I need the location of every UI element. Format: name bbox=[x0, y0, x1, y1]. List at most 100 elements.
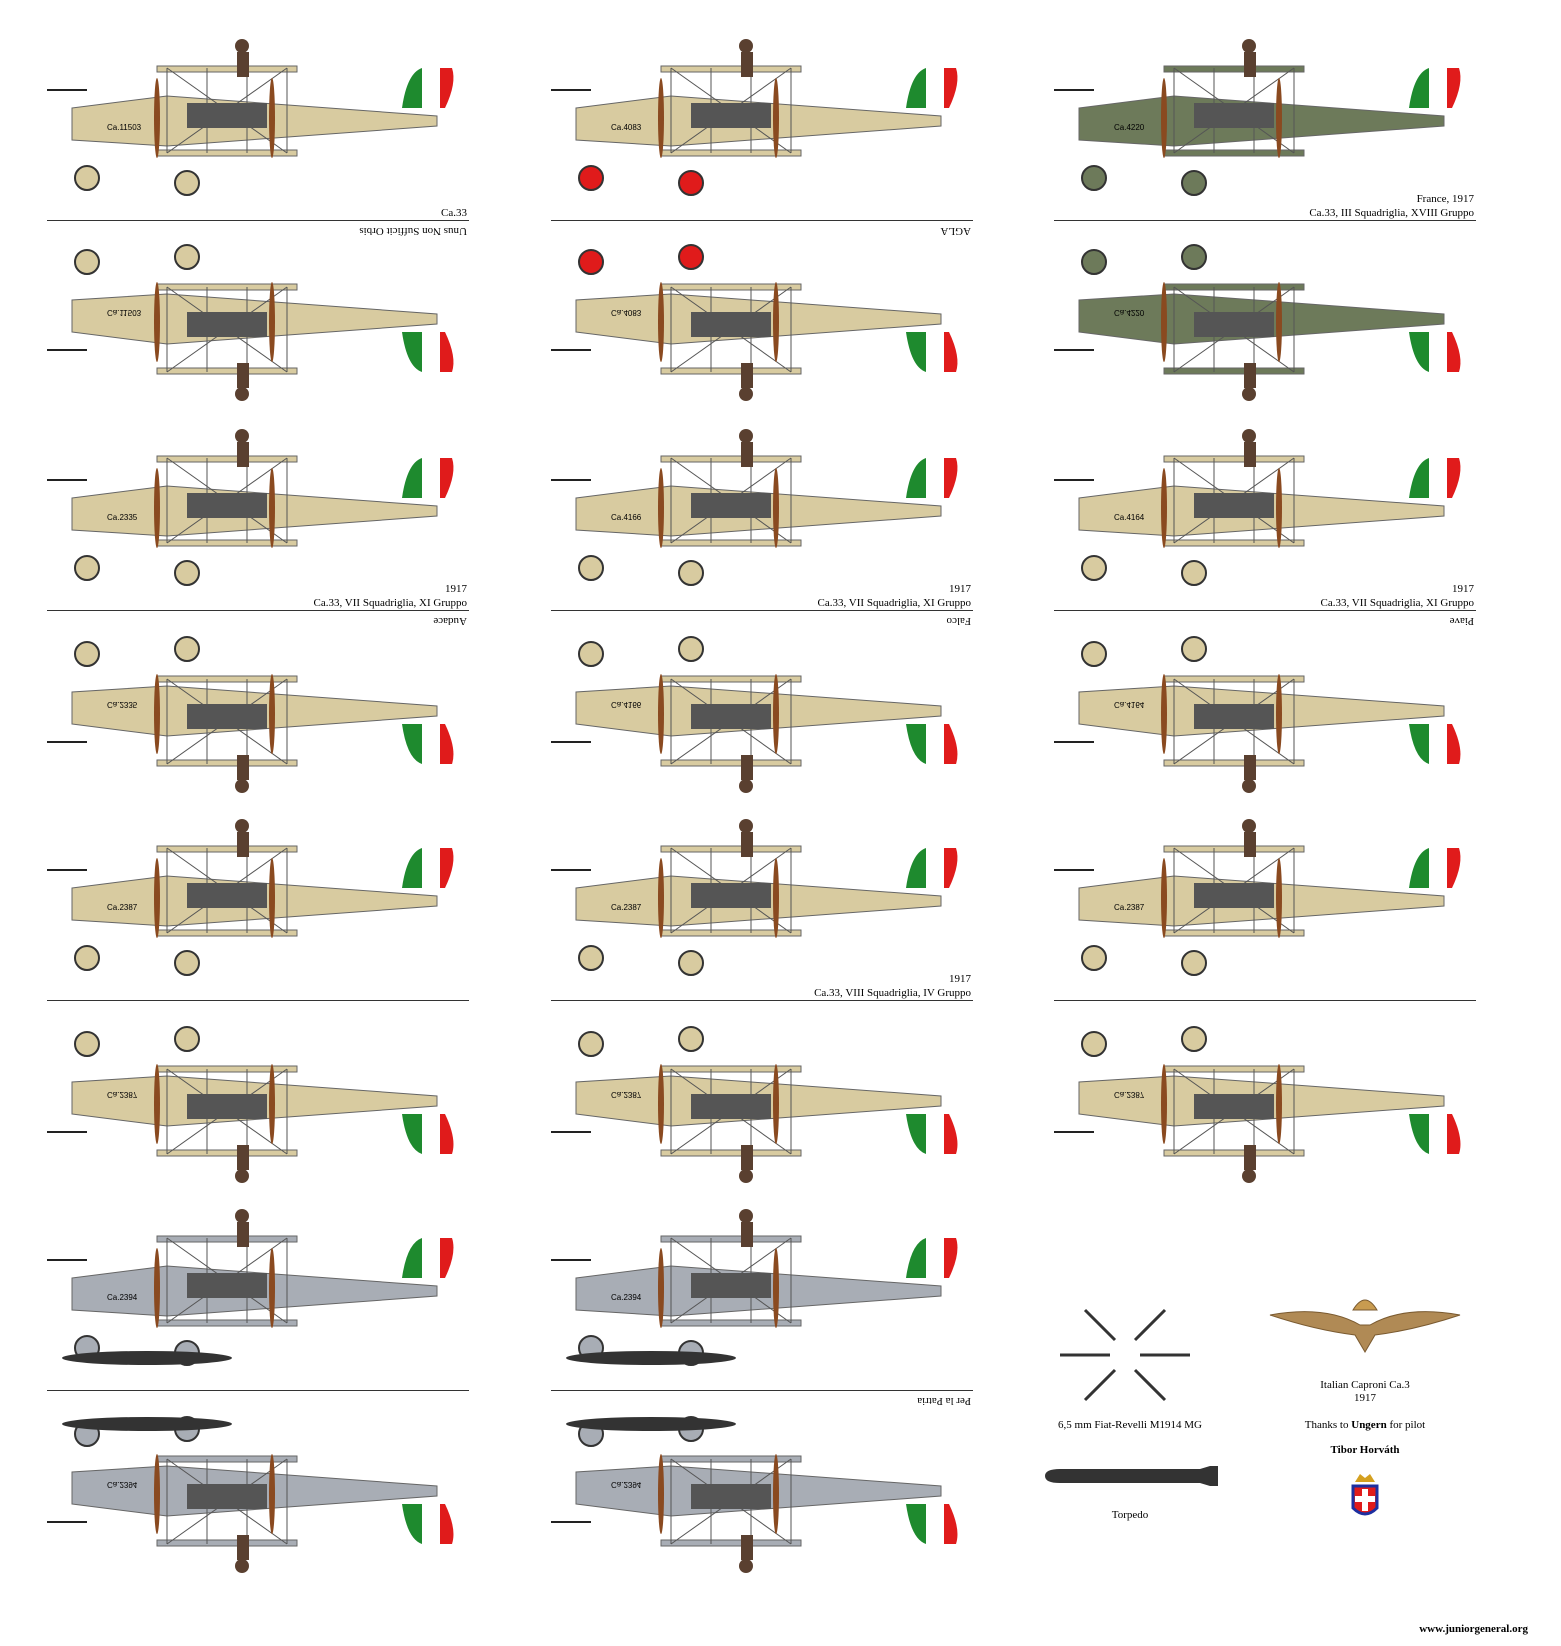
plane-bottom-view: Ca.2387 bbox=[551, 1014, 971, 1184]
svg-text:Ca.2387: Ca.2387 bbox=[1114, 1090, 1145, 1099]
caproni-bomber-icon: Ca.4164 bbox=[1054, 636, 1461, 793]
svg-text:Ca.2335: Ca.2335 bbox=[107, 513, 138, 522]
plane-bottom-view: Ca.4220 bbox=[1054, 232, 1474, 402]
plane-name-upside-down: Piave bbox=[1449, 615, 1474, 627]
fold-line bbox=[551, 1000, 973, 1001]
thanks-line: Thanks to Ungern for pilot bbox=[1265, 1418, 1465, 1432]
svg-text:Ca.2394: Ca.2394 bbox=[107, 1293, 138, 1302]
plane-name-upside-down: Per la Patria bbox=[917, 1395, 971, 1407]
caproni-bomber-icon: Ca.2387 bbox=[47, 819, 454, 976]
plane-bottom-view: Ca.2394 bbox=[551, 1404, 971, 1574]
plane-bottom-view: Ca.4083 bbox=[551, 232, 971, 402]
plane-side-view: Ca.2394 bbox=[47, 1208, 467, 1378]
machine-gun-icons bbox=[1060, 1308, 1190, 1402]
svg-text:Ca.2387: Ca.2387 bbox=[1114, 903, 1145, 912]
thanks-suffix: for pilot bbox=[1389, 1419, 1426, 1431]
plane-caption: 1917 bbox=[949, 973, 971, 985]
plane-caption: 1917 bbox=[1452, 583, 1474, 595]
svg-text:Ca.4166: Ca.4166 bbox=[611, 700, 642, 709]
sheet-year: 1917 bbox=[1354, 1392, 1376, 1404]
torpedo-icon bbox=[1045, 1466, 1218, 1486]
mg-label: 6,5 mm Fiat-Revelli M1914 MG bbox=[1058, 1419, 1202, 1431]
fold-line bbox=[551, 1390, 973, 1391]
plane-name-upside-down: Falco bbox=[946, 615, 971, 627]
plane-side-view: Ca.4164 bbox=[1054, 428, 1474, 598]
fold-line bbox=[47, 1000, 469, 1001]
plane-bottom-view: Ca.11503 bbox=[47, 232, 467, 402]
plane-side-view: Ca.11503 bbox=[47, 38, 467, 208]
thanks-prefix: Thanks to bbox=[1304, 1419, 1349, 1431]
caproni-bomber-icon: Ca.2335 bbox=[47, 429, 454, 586]
plane-bottom-view: Ca.4164 bbox=[1054, 624, 1474, 794]
plane-caption: 1917 bbox=[949, 583, 971, 595]
plane-name-upside-down: Audace bbox=[433, 615, 467, 627]
plane-bottom-view: Ca.2394 bbox=[47, 1404, 467, 1574]
plane-caption: Ca.33, VII Squadriglia, XI Gruppo bbox=[313, 597, 467, 609]
fold-line bbox=[47, 1390, 469, 1391]
caproni-bomber-icon: Ca.2387 bbox=[1054, 1026, 1461, 1183]
caproni-bomber-icon: Ca.4220 bbox=[1054, 39, 1461, 196]
sheet-title: Italian Caproni Ca.3 bbox=[1320, 1379, 1410, 1391]
plane-side-view: Ca.2394 bbox=[551, 1208, 971, 1378]
fold-line bbox=[1054, 610, 1476, 611]
svg-text:Ca.4164: Ca.4164 bbox=[1114, 513, 1145, 522]
svg-text:Ca.2394: Ca.2394 bbox=[611, 1480, 642, 1489]
caproni-bomber-icon: Ca.4166 bbox=[551, 636, 958, 793]
svg-text:Ca.4220: Ca.4220 bbox=[1114, 123, 1145, 132]
fold-line bbox=[551, 220, 973, 221]
svg-text:Ca.11503: Ca.11503 bbox=[107, 123, 142, 132]
plane-side-view: Ca.2387 bbox=[47, 818, 467, 988]
caproni-bomber-icon: Ca.4083 bbox=[551, 244, 958, 401]
plane-name-upside-down: AGLA bbox=[940, 225, 971, 237]
fold-line bbox=[1054, 1000, 1476, 1001]
plane-caption: Ca.33 bbox=[441, 207, 467, 219]
caproni-bomber-icon: Ca.2387 bbox=[551, 1026, 958, 1183]
plane-caption: Ca.33, III Squadriglia, XVIII Gruppo bbox=[1309, 207, 1474, 219]
thanks-name: Ungern bbox=[1351, 1419, 1387, 1431]
caproni-bomber-icon: Ca.4164 bbox=[1054, 429, 1461, 586]
plane-bottom-view: Ca.2335 bbox=[47, 624, 467, 794]
caproni-bomber-icon: Ca.4220 bbox=[1054, 244, 1461, 401]
svg-text:Ca.2387: Ca.2387 bbox=[107, 1090, 138, 1099]
caproni-bomber-icon: Ca.2394 bbox=[551, 1416, 958, 1573]
plane-caption: France, 1917 bbox=[1416, 193, 1474, 205]
pilot-wings-badge-icon bbox=[1269, 1299, 1461, 1353]
svg-text:Ca.4166: Ca.4166 bbox=[611, 513, 642, 522]
plane-side-view: Ca.2335 bbox=[47, 428, 467, 598]
caproni-bomber-icon: Ca.4166 bbox=[551, 429, 958, 586]
caproni-bomber-icon: Ca.2394 bbox=[47, 1209, 454, 1366]
svg-text:Ca.2387: Ca.2387 bbox=[611, 903, 642, 912]
plane-side-view: Ca.2387 bbox=[551, 818, 971, 988]
caproni-bomber-icon: Ca.2387 bbox=[1054, 819, 1461, 976]
caproni-bomber-icon: Ca.2335 bbox=[47, 636, 454, 793]
plane-caption: 1917 bbox=[445, 583, 467, 595]
plane-side-view: Ca.2387 bbox=[1054, 818, 1474, 988]
svg-text:Ca.4164: Ca.4164 bbox=[1114, 700, 1145, 709]
plane-side-view: Ca.4220 bbox=[1054, 38, 1474, 208]
plane-side-view: Ca.4083 bbox=[551, 38, 971, 208]
fold-line bbox=[1054, 220, 1476, 221]
svg-text:Ca.2394: Ca.2394 bbox=[611, 1293, 642, 1302]
svg-text:Ca.2394: Ca.2394 bbox=[107, 1480, 138, 1489]
svg-text:Ca.4083: Ca.4083 bbox=[611, 123, 642, 132]
plane-side-view: Ca.4166 bbox=[551, 428, 971, 598]
savoy-shield-icon bbox=[1351, 1474, 1379, 1516]
svg-text:Ca.2387: Ca.2387 bbox=[107, 903, 138, 912]
caproni-bomber-icon: Ca.11503 bbox=[47, 39, 454, 196]
plane-name-upside-down: Unus Non Sufficit Orbis bbox=[359, 225, 467, 237]
plane-caption: Ca.33, VII Squadriglia, XI Gruppo bbox=[817, 597, 971, 609]
caproni-bomber-icon: Ca.2387 bbox=[47, 1026, 454, 1183]
caproni-bomber-icon: Ca.2394 bbox=[47, 1416, 454, 1573]
svg-text:Ca.4220: Ca.4220 bbox=[1114, 308, 1145, 317]
plane-caption: Ca.33, VII Squadriglia, XI Gruppo bbox=[1320, 597, 1474, 609]
caproni-bomber-icon: Ca.2387 bbox=[551, 819, 958, 976]
fold-line bbox=[47, 610, 469, 611]
caproni-bomber-icon: Ca.11503 bbox=[47, 244, 454, 401]
plane-bottom-view: Ca.2387 bbox=[47, 1014, 467, 1184]
fold-line bbox=[47, 220, 469, 221]
svg-text:Ca.2387: Ca.2387 bbox=[611, 1090, 642, 1099]
plane-bottom-view: Ca.2387 bbox=[1054, 1014, 1474, 1184]
website-credit: www.juniorgeneral.org bbox=[1419, 1623, 1528, 1635]
svg-text:Ca.2335: Ca.2335 bbox=[107, 700, 138, 709]
